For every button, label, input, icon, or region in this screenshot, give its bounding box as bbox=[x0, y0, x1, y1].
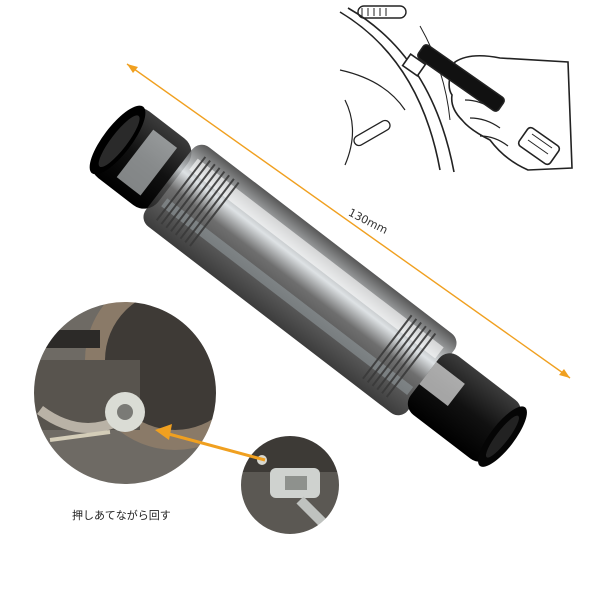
pointer-arrow bbox=[155, 424, 266, 462]
usage-illustration bbox=[339, 5, 573, 173]
photo-brake-drum bbox=[33, 301, 217, 485]
dimension-arrow bbox=[126, 63, 571, 379]
usage-caption: 押しあてながら回す bbox=[72, 509, 171, 522]
spring-tool bbox=[89, 105, 527, 467]
photo-tool-closeup bbox=[240, 435, 340, 535]
